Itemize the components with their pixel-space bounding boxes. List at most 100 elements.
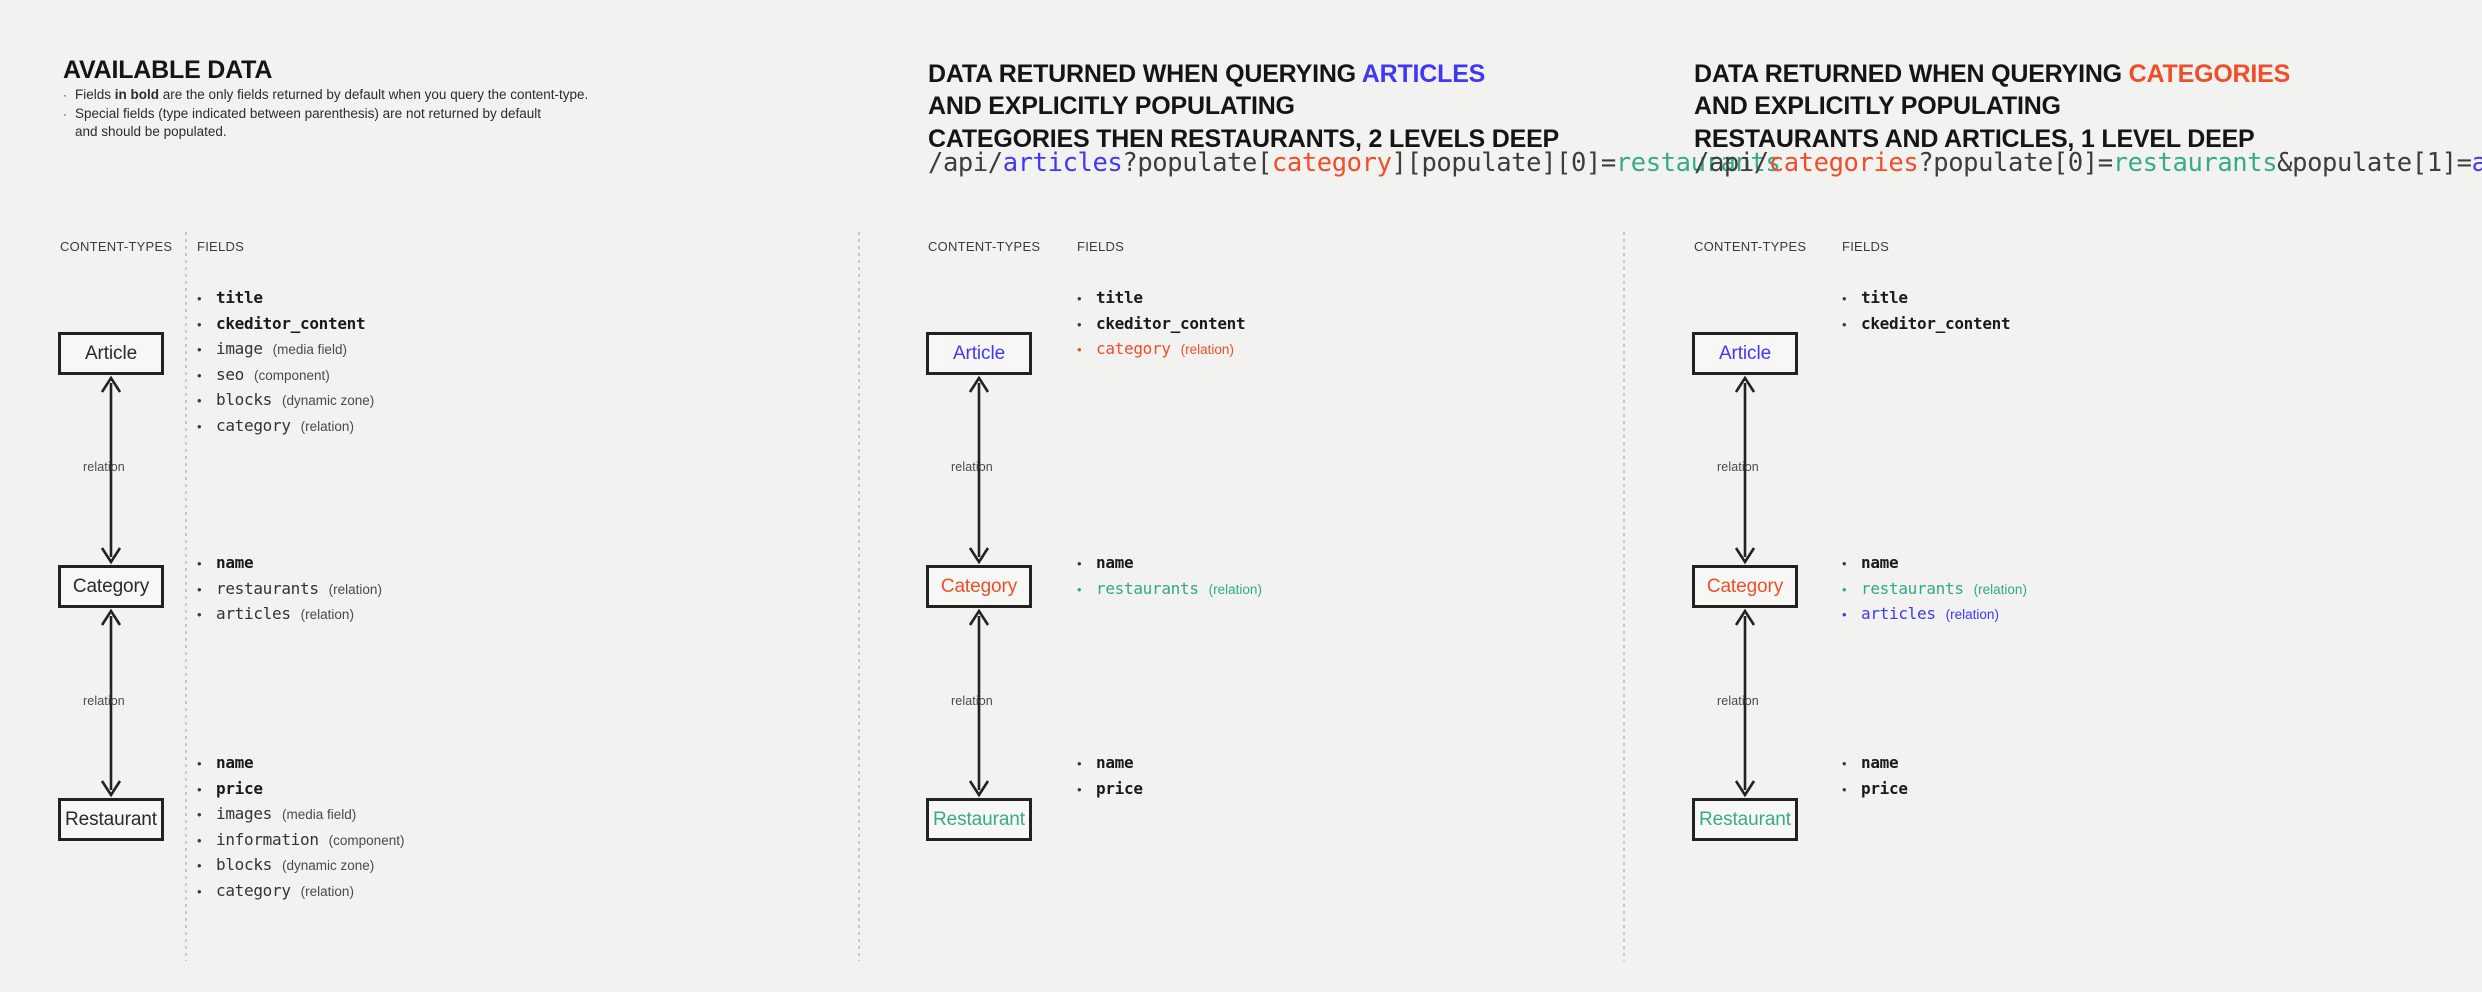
node-restaurant[interactable]: Restaurant: [1692, 798, 1798, 841]
api-segment: restaurants: [1615, 148, 1781, 178]
relation-label-bottom: relation: [942, 688, 1004, 712]
field-row: •articles(relation): [1842, 604, 2362, 630]
field-name: price: [1861, 778, 1908, 798]
field-name: name: [1861, 753, 1899, 772]
field-row: •name: [1077, 753, 1597, 779]
field-row: •category(relation): [197, 881, 717, 907]
node-category[interactable]: Category: [926, 565, 1032, 608]
bullet-icon: •: [1077, 556, 1082, 571]
field-name: name: [1096, 553, 1134, 572]
heading-line-2: AND EXPLICITLY POPULATING: [928, 92, 1295, 121]
field-type: (relation): [1973, 581, 2027, 597]
bullet-icon: •: [197, 291, 202, 306]
node-article-label: Article: [1718, 342, 1772, 364]
column-divider: [1623, 232, 1625, 961]
api-segment: category: [1271, 148, 1392, 178]
field-list-category: • name •restaurants(relation) • articles (rel…: [197, 553, 717, 630]
field-name: restaurants: [1861, 578, 1964, 598]
field-row: •price: [1077, 779, 1597, 805]
bullet-icon: •: [1842, 607, 1847, 622]
field-row: •price: [197, 779, 717, 805]
field-row: •name: [197, 753, 717, 779]
column-label-fields: FIELDS: [197, 239, 245, 254]
field-row: •images(media field): [197, 804, 717, 830]
field-row: •information(component): [197, 830, 717, 856]
node-article[interactable]: Article: [58, 332, 164, 375]
field-name: title: [216, 288, 263, 307]
heading-accent-categories: CATEGORIES: [2128, 59, 2291, 88]
field-row: •restaurants(relation): [197, 579, 717, 605]
bullet-icon: •: [197, 556, 202, 571]
api-segment: ?populate[0]=: [1918, 148, 2113, 178]
panel-title-categories: DATA RETURNED WHEN QUERYING CATEGORIES A…: [1694, 58, 2290, 156]
node-restaurant[interactable]: Restaurant: [58, 798, 164, 841]
field-type: (relation): [1208, 581, 1262, 597]
page-title: AVAILABLE DATA: [63, 55, 273, 84]
bullet-icon: •: [1842, 556, 1847, 571]
node-article[interactable]: Article: [1692, 332, 1798, 375]
node-category[interactable]: Category: [58, 565, 164, 608]
node-restaurant-label: Restaurant: [1699, 808, 1791, 830]
field-name: category: [1096, 339, 1171, 358]
relation-label-top: relation: [1708, 454, 1770, 478]
bullet-icon: •: [197, 883, 202, 899]
bullet-icon: •: [1077, 316, 1082, 332]
field-list-article: •title•ckeditor_content: [1842, 288, 2362, 339]
field-name: category: [216, 880, 291, 900]
field-name: seo: [216, 364, 244, 384]
field-row: • title: [197, 288, 717, 314]
column-label-content-types: CONTENT-TYPES: [60, 239, 173, 254]
field-type: (relation): [1945, 607, 1999, 622]
field-name: name: [216, 553, 254, 572]
node-restaurant[interactable]: Restaurant: [926, 798, 1032, 841]
field-name: title: [1861, 288, 1908, 307]
field-type: (dynamic zone): [282, 393, 375, 408]
field-type: (relation): [300, 607, 354, 622]
field-type: (media field): [272, 342, 347, 357]
field-name: ckeditor_content: [216, 313, 366, 333]
relation-label-top: relation: [942, 454, 1004, 478]
node-category[interactable]: Category: [1692, 565, 1798, 608]
field-name: title: [1096, 288, 1143, 307]
field-row: •blocks(dynamic zone): [197, 855, 717, 881]
field-row: •ckeditor_content: [197, 314, 717, 340]
panel-available-data: AVAILABLE DATA ·Fields in bold are the o…: [0, 0, 855, 992]
node-article-label: Article: [952, 342, 1006, 364]
field-row: •category(relation): [1077, 339, 1597, 365]
api-segment: restaurants: [2112, 148, 2278, 178]
field-name: images: [216, 804, 272, 823]
field-row: •restaurants(relation): [1842, 579, 2362, 605]
field-row: • title: [1842, 288, 2362, 314]
field-name: price: [1096, 778, 1143, 798]
heading-line-3: CATEGORIES THEN RESTAURANTS, 2 LEVELS DE…: [928, 124, 1560, 153]
bullet-icon: •: [197, 607, 202, 622]
node-article[interactable]: Article: [926, 332, 1032, 375]
column-label-fields: FIELDS: [1842, 239, 1890, 254]
panel-query-articles: DATA RETURNED WHEN QUERYING ARTICLES AND…: [855, 0, 1781, 992]
api-segment: &populate[1]=: [2277, 148, 2472, 178]
entity-graph: Article Category Restaurant relation rel…: [1634, 0, 1804, 992]
field-type: (component): [328, 832, 405, 848]
field-list-category: •name•restaurants(relation)•articles(rel…: [1842, 553, 2362, 630]
node-category-label: Category: [1706, 575, 1784, 597]
field-type: (relation): [1180, 342, 1234, 357]
bullet-icon: •: [1842, 291, 1847, 306]
bullet-icon: •: [1077, 291, 1082, 306]
column-label-fields: FIELDS: [1077, 239, 1125, 254]
bullet-icon: •: [1842, 781, 1847, 797]
bullet-icon: •: [1077, 756, 1082, 771]
field-list-category: •name•restaurants(relation): [1077, 553, 1597, 604]
column-label-content-types: CONTENT-TYPES: [928, 239, 1041, 254]
bullet-icon: •: [197, 342, 202, 357]
bullet-icon: •: [197, 832, 202, 848]
field-name: articles: [216, 604, 291, 623]
field-name: name: [216, 753, 254, 772]
bullet-icon: •: [1842, 756, 1847, 771]
field-list-article: •title•ckeditor_content•category(relatio…: [1077, 288, 1597, 365]
field-type: (relation): [328, 581, 382, 597]
legend-notes: ·Fields in bold are the only fields retu…: [63, 86, 703, 142]
panel-title-articles: DATA RETURNED WHEN QUERYING ARTICLES AND…: [928, 58, 1559, 156]
node-category-label: Category: [940, 575, 1018, 597]
bullet-icon: •: [197, 418, 202, 434]
field-type: (media field): [282, 807, 357, 822]
